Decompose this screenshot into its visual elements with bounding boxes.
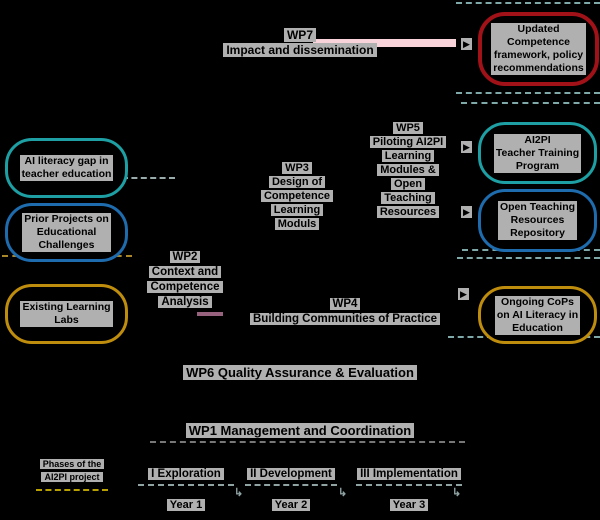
wp2-node: WP2 Context and Competence Analysis [125, 250, 245, 310]
phase-3-underline [356, 484, 462, 486]
elbow-arrow-icon: ↳ [234, 487, 244, 499]
dashed-connector [461, 102, 600, 104]
phase-2-text: II Development [247, 468, 335, 480]
wp5-label: WP5 Piloting AI2PI Learning Modules & Op… [369, 122, 447, 218]
wp6-label: WP6 Quality Assurance & Evaluation [183, 365, 417, 380]
phase-3-year: Year 3 [354, 498, 464, 512]
phase-2-label: II Development [243, 467, 339, 481]
dashed-connector [457, 257, 600, 259]
output-node-updated-framework: Updated Competence framework, policy rec… [478, 12, 599, 86]
dashed-connector [122, 177, 175, 179]
wp2-label: WP2 Context and Competence Analysis [147, 251, 223, 308]
input-node-label: Existing Learning Labs [20, 301, 113, 327]
input-node-label: AI literacy gap in teacher education [19, 155, 114, 181]
phase-2-year: Year 2 [243, 498, 339, 512]
wp4-node: WP4 Building Communities of Practice [245, 297, 445, 327]
wp5-node: WP5 Piloting AI2PI Learning Modules & Op… [348, 121, 468, 219]
input-node-ai-literacy-gap: AI literacy gap in teacher education [5, 138, 128, 198]
phase-1-text: I Exploration [148, 468, 224, 480]
wp7-node: WP7 Impact and dissemination [210, 28, 390, 58]
wp1-bar: WP1 Management and Coordination [150, 423, 450, 439]
wp1-label: WP1 Management and Coordination [185, 423, 415, 438]
phase-3-label: III Implementation [354, 467, 464, 481]
arrowhead-icon: ▶ [458, 288, 469, 300]
wp7-output-edge [313, 39, 456, 47]
arrowhead-icon: ▶ [461, 141, 472, 153]
output-node-label: Updated Competence framework, policy rec… [491, 23, 586, 75]
dashed-connector [456, 92, 600, 94]
phase-1-year: Year 1 [138, 498, 234, 512]
timeline-caption-text: Phases of the AI2PI project [39, 459, 105, 482]
elbow-arrow-icon: ↳ [338, 487, 348, 499]
wp6-bar: WP6 Quality Assurance & Evaluation [150, 365, 450, 381]
phase-1-label: I Exploration [138, 467, 234, 481]
dashed-connector [150, 441, 465, 443]
wp3-node: WP3 Design of Competence Learning Moduls [237, 161, 357, 231]
arrowhead-icon: ▶ [461, 206, 472, 218]
input-node-prior-projects: Prior Projects on Educational Challenges [5, 203, 128, 262]
dashed-connector [456, 2, 600, 4]
phase-1-underline [138, 484, 234, 486]
wp7-label: WP7 Impact and dissemination [223, 28, 377, 57]
output-node-label: Open Teaching Resources Repository [497, 201, 578, 240]
output-node-label: AI2PI Teacher Training Program [493, 133, 582, 173]
phase-2-underline [245, 484, 337, 486]
output-node-label: Ongoing CoPs on AI Literacy in Education [494, 295, 581, 335]
input-node-existing-labs: Existing Learning Labs [5, 284, 128, 344]
phase-3-text: III Implementation [357, 468, 461, 480]
phase-1-year-text: Year 1 [166, 499, 206, 511]
arrowhead-icon: ▶ [461, 38, 472, 50]
phase-2-year-text: Year 2 [271, 499, 311, 511]
timeline-caption: Phases of the AI2PI project [22, 458, 122, 484]
output-node-ai2pi-training-program: AI2PI Teacher Training Program [478, 122, 597, 184]
phase-3-year-text: Year 3 [389, 499, 429, 511]
wp3-label: WP3 Design of Competence Learning Moduls [260, 162, 334, 230]
wp4-label: WP4 Building Communities of Practice [249, 298, 441, 325]
dashed-connector [36, 489, 108, 491]
wp2-edge-stub [197, 312, 223, 316]
output-node-open-resources-repository: Open Teaching Resources Repository [478, 189, 597, 252]
input-node-label: Prior Projects on Educational Challenges [22, 213, 111, 252]
elbow-arrow-icon: ↳ [452, 487, 462, 499]
output-node-ongoing-cops: Ongoing CoPs on AI Literacy in Education [478, 286, 597, 344]
